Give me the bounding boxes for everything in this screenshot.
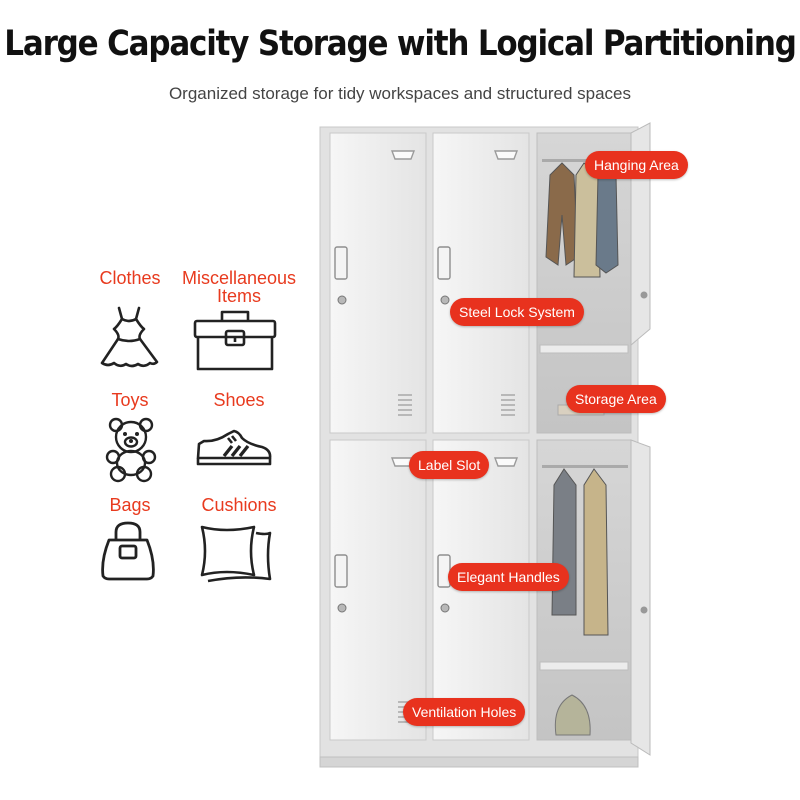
door-handle: [334, 554, 348, 588]
page-title: Large Capacity Storage with Logical Part…: [4, 23, 797, 65]
door-top-left: [329, 132, 427, 434]
callout-elegant-handles: Elegant Handles: [448, 563, 569, 591]
category-label-bags: Bags: [109, 495, 151, 515]
teddy-bear-icon: [105, 417, 157, 483]
callout-label-slot: Label Slot: [409, 451, 490, 479]
lock-icon: [337, 603, 347, 613]
door-handle: [334, 246, 348, 280]
label-slot: [493, 150, 519, 160]
category-label-clothes: Clothes: [99, 268, 161, 288]
door-top-middle: [432, 132, 530, 434]
callout-steel-lock-system: Steel Lock System: [450, 298, 584, 326]
callout-hanging-area: Hanging Area: [585, 151, 688, 179]
label-slot: [493, 457, 519, 467]
sneaker-icon: [196, 429, 272, 466]
page-subtitle: Organized storage for tidy workspaces an…: [168, 84, 632, 103]
locker-cabinet: [319, 122, 651, 768]
callout-ventilation-holes: Ventilation Holes: [403, 698, 526, 726]
category-label-cushions: Cushions: [201, 495, 277, 515]
dress-icon: [100, 306, 159, 368]
label-slot: [390, 150, 416, 160]
lock-icon: [337, 295, 347, 305]
category-label-toys: Toys: [111, 390, 149, 410]
lock-icon: [440, 295, 450, 305]
door-bottom-left: [329, 439, 427, 741]
hanging-clothes: [545, 162, 619, 278]
category-label-miscellaneous: Miscellaneous Items: [181, 268, 297, 306]
callout-storage-area: Storage Area: [566, 385, 666, 413]
pillow-icon: [200, 525, 272, 583]
door-handle: [437, 246, 451, 280]
bag-item: [554, 694, 591, 736]
lock-icon: [440, 603, 450, 613]
toolbox-icon: [193, 310, 277, 371]
handbag-icon: [101, 521, 155, 581]
category-label-shoes: Shoes: [213, 390, 265, 410]
